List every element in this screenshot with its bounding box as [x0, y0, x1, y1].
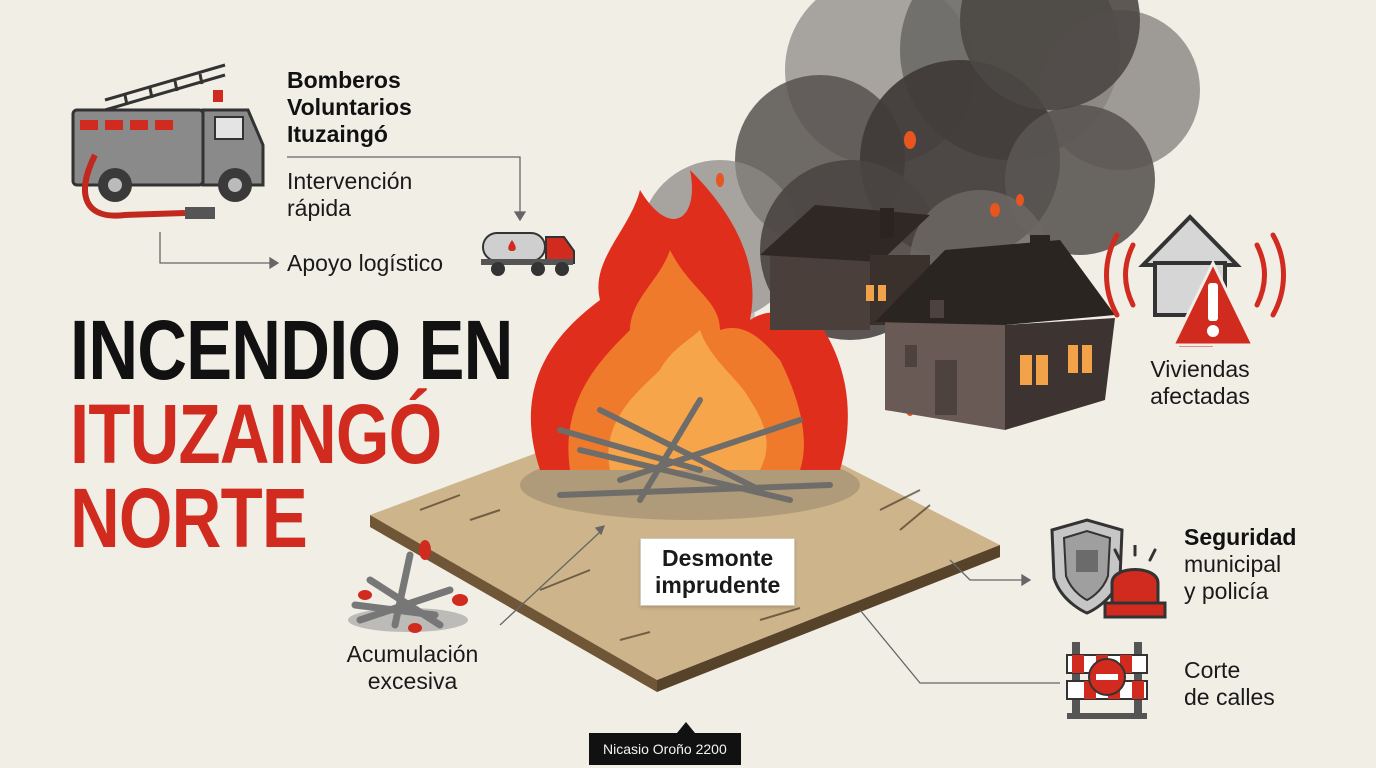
accumulation-label: Acumulación excesiva	[346, 641, 479, 694]
road-closure-label: Corte de calles	[1184, 657, 1275, 710]
rapid-intervention-label: Intervención rápida	[287, 168, 413, 221]
branch-pile	[557, 397, 833, 503]
house-alert-icon	[1104, 214, 1286, 347]
firefighters-label: Bomberos Voluntarios Ituzaingó	[287, 67, 412, 147]
clearing-label: Desmonte imprudente	[640, 538, 796, 606]
police-badge-icon	[1050, 518, 1124, 615]
branches-icon	[348, 540, 468, 633]
houses	[760, 205, 1115, 430]
headline-line-3: NORTE	[70, 471, 308, 565]
tanker-truck-icon	[481, 232, 575, 276]
street-address-label: Nicasio Oroño 2200	[589, 733, 741, 765]
headline-line-1: INCENDIO EN	[70, 303, 513, 397]
logistics-label: Apoyo logístico	[287, 250, 443, 276]
headline-line-2: ITUZAINGÓ	[70, 387, 442, 481]
road-barrier-icon	[1066, 642, 1148, 719]
affected-houses-label: Viviendas afectadas	[1150, 356, 1250, 409]
headline: INCENDIO EN ITUZAINGÓ NORTE	[70, 308, 610, 560]
connector-lines	[159, 156, 1060, 684]
fire-truck-icon	[71, 63, 265, 219]
security-label: Seguridad municipal y policía	[1184, 524, 1297, 604]
siren-icon	[1103, 545, 1167, 619]
